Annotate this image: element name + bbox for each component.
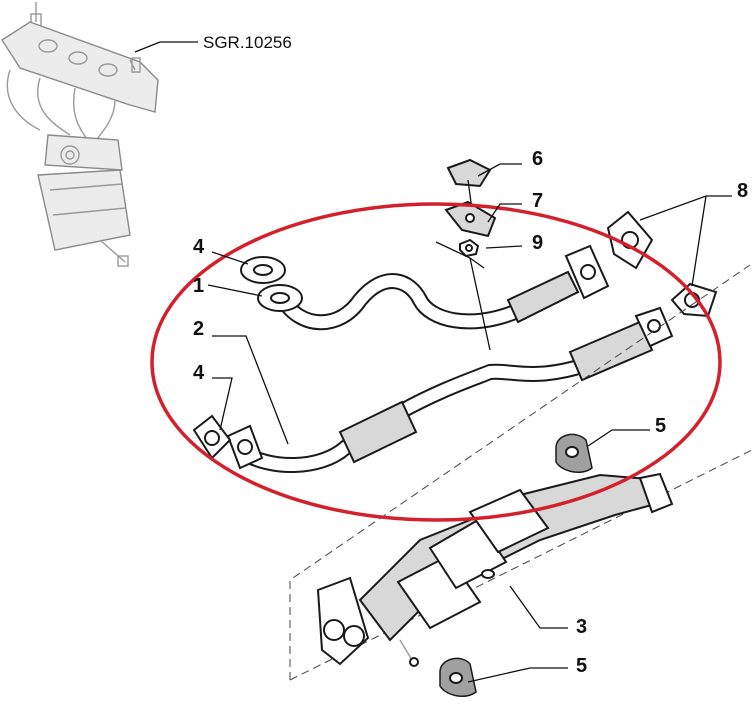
rubber-mount-lower [439, 657, 477, 698]
front-pipe-upper [274, 244, 610, 331]
callout-6: 6 [532, 148, 543, 170]
front-pipe-lower [226, 306, 674, 474]
callout-1: 1 [193, 275, 204, 297]
callout-9: 9 [532, 232, 543, 254]
gasket-4-upper [240, 256, 286, 284]
reference-code: SGR.10256 [203, 33, 292, 52]
gasket-8-lower [670, 282, 718, 318]
callout-2: 2 [193, 318, 204, 340]
gasket-4-lower [192, 414, 232, 460]
highlight-ellipse [150, 202, 722, 522]
callout-4-upper: 4 [193, 236, 205, 258]
gasket-1 [257, 284, 303, 312]
callout-7: 7 [532, 190, 543, 212]
callout-5-lower: 5 [576, 655, 587, 677]
reference-leader [134, 41, 161, 53]
callout-8: 8 [737, 180, 748, 202]
callout-5-upper: 5 [655, 415, 666, 437]
bracket-6 [446, 158, 492, 211]
callout-3: 3 [576, 616, 587, 638]
nut-9 [459, 238, 480, 258]
catalytic-converter-assembly [289, 264, 753, 681]
callout-4-lower: 4 [193, 362, 205, 384]
exhaust-manifold-sketch [1, 2, 159, 267]
rubber-mount-upper [555, 433, 593, 474]
